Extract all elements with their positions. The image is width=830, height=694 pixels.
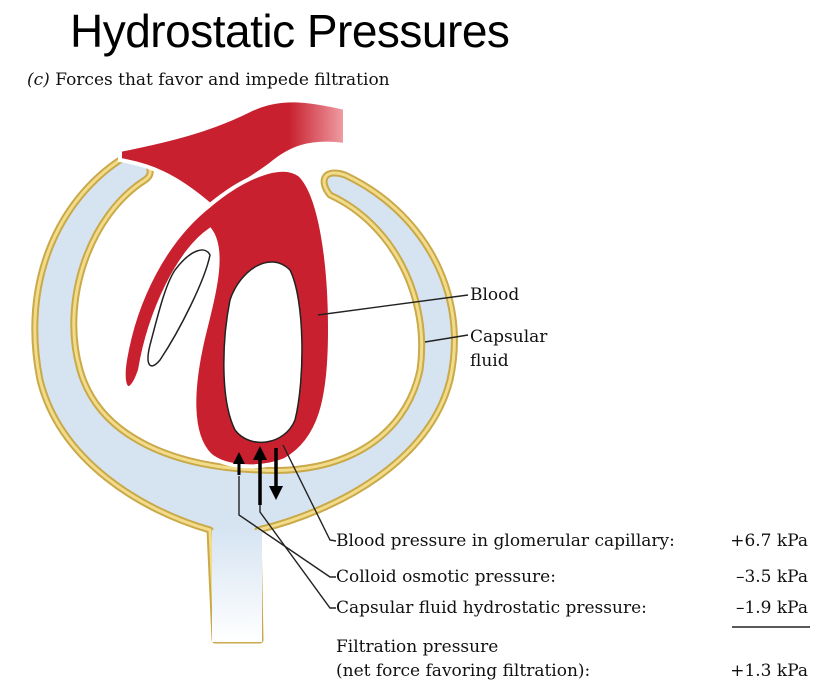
pressure-value-colloid: –3.5 kPa (735, 567, 808, 587)
label-capsular-fluid-2: fluid (470, 351, 509, 371)
caption-text: Forces that favor and impede filtration (55, 70, 390, 90)
pressure-label-blood: Blood pressure in glomerular capillary: (336, 531, 675, 551)
result-label-line2: (net force favoring filtration): (336, 661, 591, 681)
arteriole (118, 98, 347, 208)
pressure-label-colloid: Colloid osmotic pressure: (336, 567, 556, 587)
left-loop-gap (147, 249, 211, 367)
label-blood: Blood (470, 285, 520, 305)
arrow-capsular-fluid-head (233, 452, 245, 464)
glomerular-capillary (118, 98, 347, 469)
capsule-wall-highlight (33, 155, 456, 642)
leader-blood-pressure (282, 444, 337, 542)
result-value: +1.3 kPa (730, 661, 808, 681)
panel-letter: (c) (27, 70, 50, 90)
arrow-blood-pressure-head (269, 486, 283, 500)
pressure-label-capsular: Capsular fluid hydrostatic pressure: (336, 598, 647, 618)
leader-capsular-hydrostatic (259, 505, 336, 609)
bowmans-capsule (31, 153, 458, 644)
capillary-lumen-gap (223, 261, 303, 444)
leader-lines (238, 294, 469, 609)
figure-caption: (c) Forces that favor and impede filtrat… (27, 70, 390, 90)
arrow-colloid-osmotic-head (253, 446, 267, 460)
slide-title: Hydrostatic Pressures (70, 5, 510, 57)
label-capsular-fluid-1: Capsular (470, 327, 548, 347)
pressure-value-capsular: –1.9 kPa (735, 598, 808, 618)
leader-blood (317, 294, 469, 316)
proximal-tubule-stem (212, 530, 262, 642)
leader-capsular-fluid (424, 334, 469, 343)
pressure-arrows (233, 446, 283, 505)
pressure-value-blood: +6.7 kPa (730, 531, 808, 551)
result-label-line1: Filtration pressure (336, 637, 499, 657)
